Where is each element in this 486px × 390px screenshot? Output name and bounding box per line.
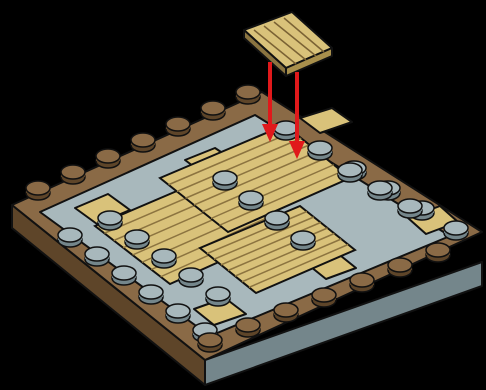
stud [239, 191, 263, 210]
stud [152, 249, 176, 268]
stud [198, 333, 222, 352]
stud [131, 133, 155, 152]
stud [444, 221, 468, 240]
stud [350, 273, 374, 292]
stud [58, 228, 82, 247]
stud [201, 101, 225, 120]
stud [236, 85, 260, 104]
stud [265, 211, 289, 230]
stud [139, 285, 163, 304]
stud [312, 288, 336, 307]
stud [98, 211, 122, 230]
stud [388, 258, 412, 277]
stud [206, 287, 230, 306]
stud [368, 181, 392, 200]
stud [112, 266, 136, 285]
stud [236, 318, 260, 337]
stud [179, 268, 203, 287]
stud [26, 181, 50, 200]
stud [291, 231, 315, 250]
stud [213, 171, 237, 190]
stud [274, 121, 298, 140]
stud [398, 199, 422, 218]
stud [166, 304, 190, 323]
stud [85, 247, 109, 266]
stud [61, 165, 85, 184]
stud [338, 163, 362, 182]
stud [96, 149, 120, 168]
stud [274, 303, 298, 322]
stud [166, 117, 190, 136]
stud [308, 141, 332, 160]
stud [426, 243, 450, 262]
stud [125, 230, 149, 249]
